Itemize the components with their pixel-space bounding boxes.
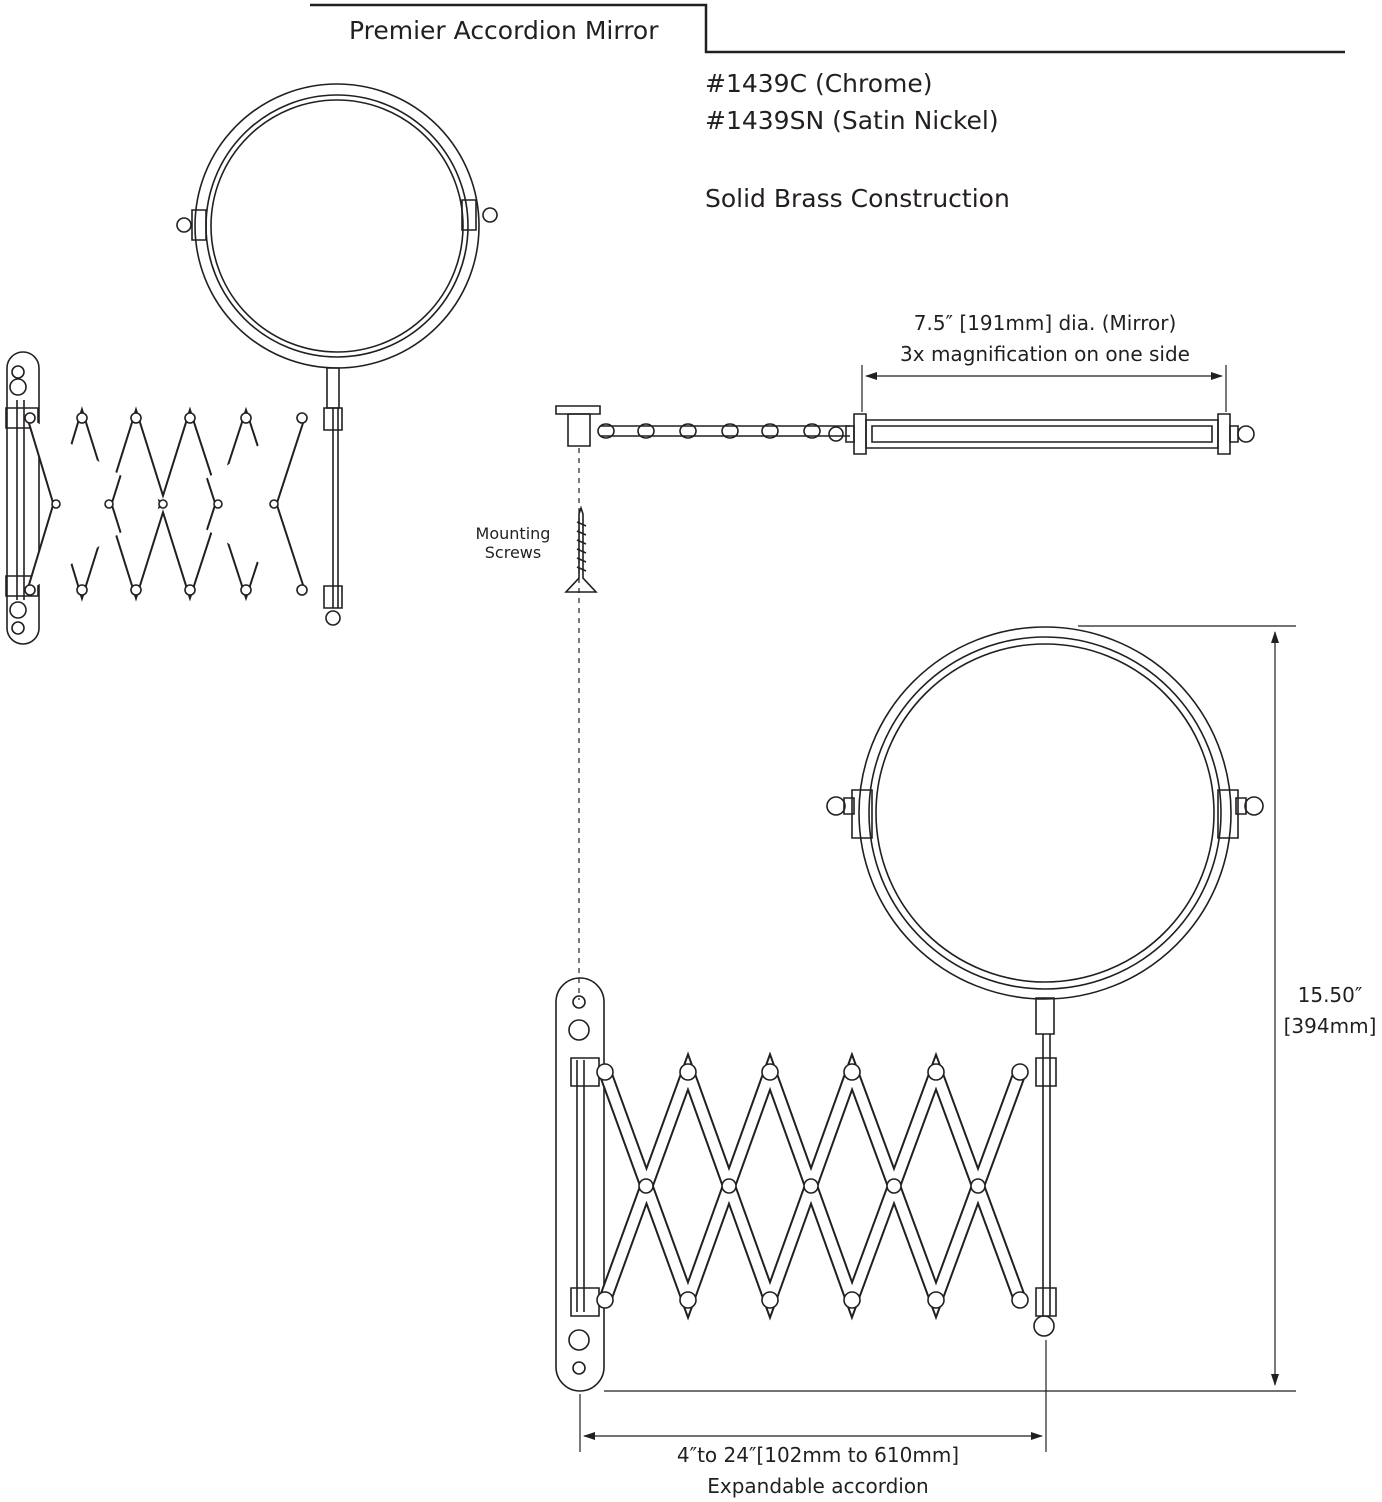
top-view xyxy=(556,406,1254,454)
model-satin-nickel: #1439SN (Satin Nickel) xyxy=(705,106,999,135)
magnification-text: 3x magnification on one side xyxy=(900,342,1190,366)
large-mirror-stem xyxy=(1036,998,1054,1034)
title-frame xyxy=(310,5,1345,52)
mounting-label-line2: Screws xyxy=(484,543,542,562)
mirror-diameter-label: 7.5″ [191mm] dia. (Mirror) 3x magnificat… xyxy=(870,308,1220,370)
mounting-screws-label: Mounting Screws xyxy=(462,524,564,562)
height-label: 15.50″ [394mm] xyxy=(1278,980,1382,1042)
height-mm: [394mm] xyxy=(1283,1014,1377,1038)
construction-note: Solid Brass Construction xyxy=(705,184,1010,213)
top-view-mirror-edge xyxy=(854,414,1254,454)
model-chrome: #1439C (Chrome) xyxy=(705,69,933,98)
large-wall-plate xyxy=(556,978,604,1391)
mounting-label-line1: Mounting xyxy=(475,524,551,543)
height-dimension xyxy=(604,626,1296,1391)
mirror-diameter-text: 7.5″ [191mm] dia. (Mirror) xyxy=(913,311,1177,335)
front-view-small xyxy=(6,84,497,644)
mirror-diameter-dimension xyxy=(862,365,1226,412)
small-mirror-head xyxy=(177,84,497,368)
large-mirror-head xyxy=(827,627,1263,999)
extension-range: 4″to 24″[102mm to 610mm] xyxy=(676,1443,960,1467)
top-view-accordion-joints xyxy=(598,424,820,438)
large-accordion-pivots xyxy=(597,1064,1028,1308)
small-wall-plate xyxy=(6,352,39,644)
extension-caption: Expandable accordion xyxy=(707,1474,929,1498)
extension-dimension xyxy=(580,1340,1046,1452)
mounting-screw-icon xyxy=(566,508,596,592)
height-inches: 15.50″ xyxy=(1297,983,1363,1007)
extension-label: 4″to 24″[102mm to 610mm] Expandable acco… xyxy=(618,1440,1018,1502)
small-mirror-stem xyxy=(327,368,339,408)
top-view-wall-bracket xyxy=(556,406,600,414)
page-title: Premier Accordion Mirror xyxy=(349,16,659,45)
front-view-large xyxy=(556,627,1263,1391)
